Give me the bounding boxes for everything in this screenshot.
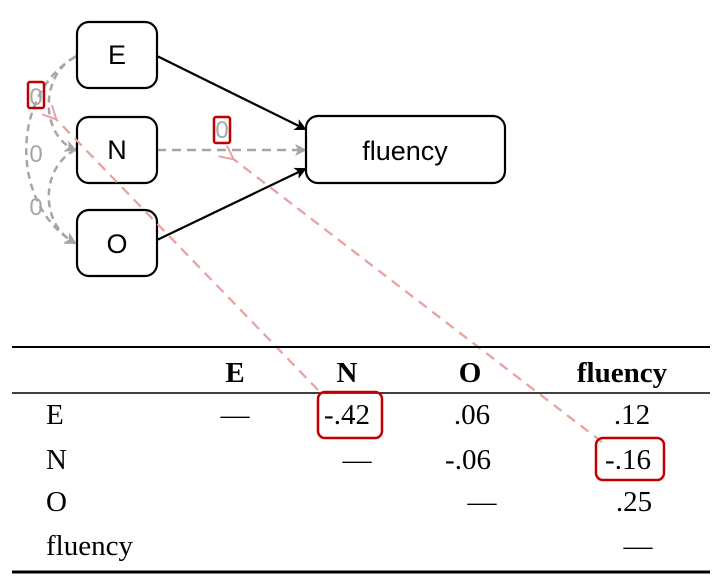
cell-e-o: .06 <box>454 399 490 431</box>
row-label-o: O <box>46 486 67 518</box>
cell-n-n: — <box>342 444 373 476</box>
cell-fluency-fluency: — <box>623 530 654 562</box>
table-header-row: E N O fluency <box>225 357 667 389</box>
arrow-o-to-fluency <box>156 167 307 241</box>
cell-e-e: — <box>220 399 251 431</box>
node-e: E <box>75 20 159 90</box>
covariance-e-n <box>47 47 87 152</box>
highlight-box-n-fluency <box>212 115 232 145</box>
highlight-box-cell-e-n <box>316 390 384 440</box>
covariance-n-o <box>47 140 87 245</box>
table-row-n: N — -.06 -.16 <box>46 444 651 476</box>
zero-label-e-n: 0 <box>29 84 42 111</box>
zero-label-e-o: 0 <box>29 194 42 221</box>
row-label-n: N <box>46 444 67 476</box>
covariance-e-o <box>25 46 87 245</box>
table-header-fluency: fluency <box>577 357 668 389</box>
pointer-line-n-fluency <box>232 158 603 443</box>
highlight-box-e-n <box>26 80 46 110</box>
highlight-box-cell-n-fluency <box>594 436 666 482</box>
node-e-label: E <box>108 40 126 70</box>
table-header-n: N <box>337 357 358 389</box>
node-o-label: O <box>106 229 127 259</box>
table-header-o: O <box>459 357 482 389</box>
row-label-fluency: fluency <box>46 530 133 562</box>
arrow-e-to-fluency <box>156 55 307 130</box>
zero-label-n-o: 0 <box>29 141 42 168</box>
zero-label-n-fluency: 0 <box>215 117 228 144</box>
row-label-e: E <box>46 399 64 431</box>
table-row-fluency: fluency — <box>46 530 654 562</box>
cell-n-fluency: -.16 <box>605 444 651 476</box>
cell-o-o: — <box>467 486 498 518</box>
cell-n-o: -.06 <box>445 444 491 476</box>
node-n: N <box>75 115 159 185</box>
table-header-e: E <box>225 357 244 389</box>
node-o: O <box>75 208 159 278</box>
node-n-label: N <box>107 135 127 165</box>
node-fluency: fluency <box>304 114 507 185</box>
node-fluency-label: fluency <box>362 136 448 166</box>
cell-e-fluency: .12 <box>614 399 650 431</box>
cell-e-n: -.42 <box>324 399 370 431</box>
pointer-line-e-n <box>55 118 319 391</box>
cell-o-fluency: .25 <box>616 486 652 518</box>
table-row-o: O — .25 <box>46 486 652 518</box>
table-row-e: E — -.42 .06 .12 <box>46 399 650 431</box>
